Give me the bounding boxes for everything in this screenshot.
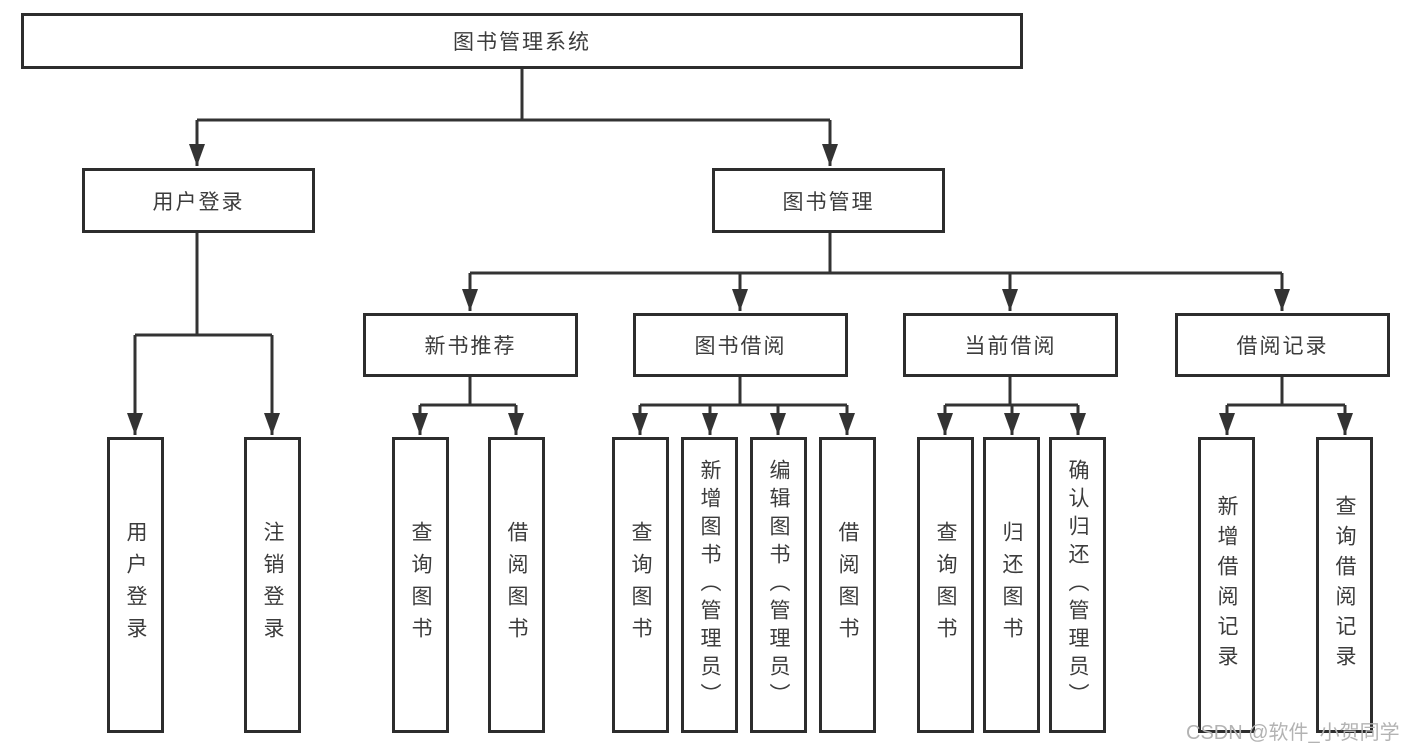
node-current-borrowing-label: 当前借阅 [964,335,1057,358]
node-bb-borrow-book: 借阅图书 [819,437,876,733]
node-bb-add-book-admin: 新增图书（管理员） [681,437,738,733]
node-rec-borrow-book-label: 借阅图书 [505,521,528,649]
node-cb-confirm-return-admin: 确认归还（管理员） [1049,437,1106,733]
node-book-management-label: 图书管理 [782,190,875,214]
node-cb-confirm-return-admin-label: 确认归还（管理员） [1066,459,1089,711]
node-bb-query-book: 查询图书 [612,437,669,733]
node-new-book-recommend: 新书推荐 [363,313,578,377]
node-book-borrowing: 图书借阅 [633,313,848,377]
node-root-label: 图书管理系统 [453,31,591,54]
node-book-borrowing-label: 图书借阅 [694,335,787,358]
node-bb-edit-book-admin: 编辑图书（管理员） [750,437,807,733]
node-rec-borrow-book: 借阅图书 [488,437,545,733]
node-logout-label: 注销登录 [261,521,284,649]
node-borrowing-records: 借阅记录 [1175,313,1390,377]
node-current-borrowing: 当前借阅 [903,313,1118,377]
node-cb-return-book: 归还图书 [983,437,1040,733]
node-user-login-action-label: 用户登录 [124,521,147,649]
node-cb-query-book: 查询图书 [917,437,974,733]
node-user-login-action: 用户登录 [107,437,164,733]
node-user-login: 用户登录 [82,168,315,233]
node-rec-query-book-label: 查询图书 [409,521,432,649]
node-bb-query-book-label: 查询图书 [629,521,652,649]
node-br-query-record: 查询借阅记录 [1316,437,1373,733]
node-br-add-record: 新增借阅记录 [1198,437,1255,733]
node-book-management: 图书管理 [712,168,945,233]
node-bb-borrow-book-label: 借阅图书 [836,521,859,649]
node-br-add-record-label: 新增借阅记录 [1215,495,1238,675]
node-bb-edit-book-admin-label: 编辑图书（管理员） [767,459,790,711]
node-user-login-label: 用户登录 [152,190,245,214]
node-borrowing-records-label: 借阅记录 [1236,335,1329,358]
node-rec-query-book: 查询图书 [392,437,449,733]
node-bb-add-book-admin-label: 新增图书（管理员） [698,459,721,711]
node-br-query-record-label: 查询借阅记录 [1333,495,1356,675]
csdn-watermark: CSDN @软件_小贺同学 [1186,722,1400,744]
node-cb-query-book-label: 查询图书 [934,521,957,649]
node-root: 图书管理系统 [21,13,1023,69]
node-cb-return-book-label: 归还图书 [1000,521,1023,649]
node-new-book-recommend-label: 新书推荐 [424,335,517,358]
node-logout: 注销登录 [244,437,301,733]
